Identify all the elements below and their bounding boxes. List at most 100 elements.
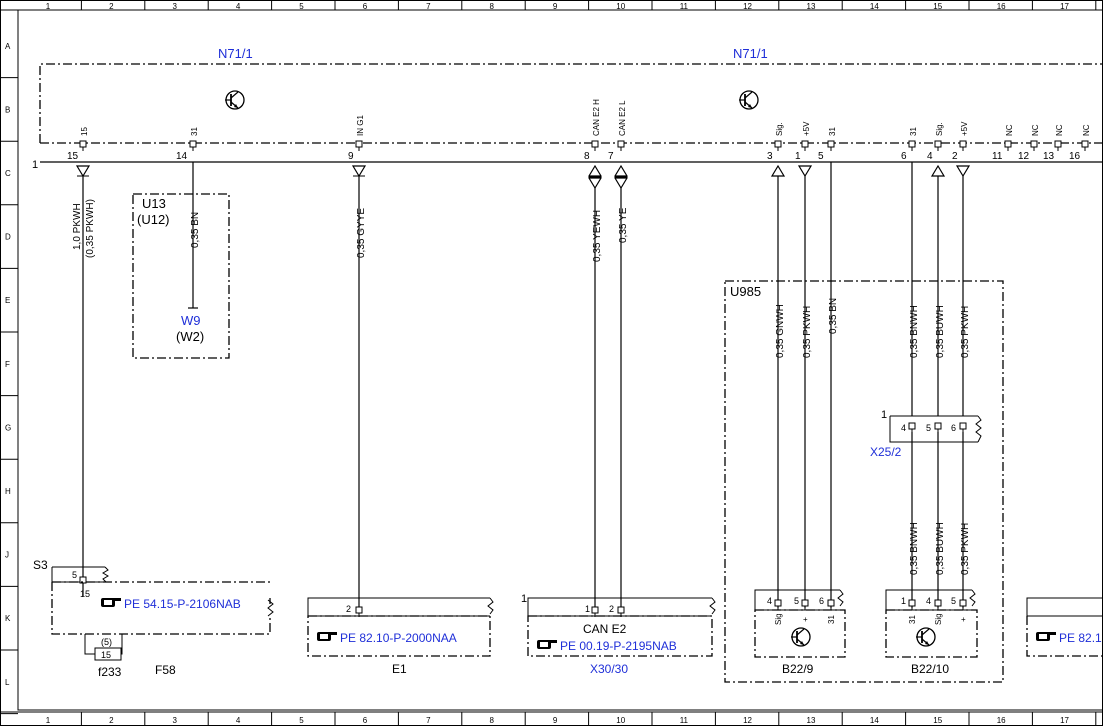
svg-text:CAN E2 H: CAN E2 H	[592, 99, 601, 136]
u985-label: U985	[730, 284, 761, 299]
svg-text:31: 31	[828, 127, 837, 136]
output-arrow	[797, 165, 813, 178]
svg-text:4: 4	[927, 151, 933, 162]
transistor-icon	[224, 90, 245, 110]
x25-2-label: X25/2	[870, 445, 902, 459]
column-label: 2	[109, 2, 114, 11]
svg-text:NC: NC	[1005, 124, 1014, 136]
column-label: 2	[109, 716, 114, 725]
output-arrow	[75, 165, 91, 178]
pin-3: Sig. 3	[767, 122, 784, 162]
svg-text:15: 15	[80, 589, 90, 599]
svg-text:13: 13	[1043, 151, 1055, 162]
svg-text:2: 2	[609, 604, 614, 614]
ref-link-2[interactable]: PE 82.10-P-2000NAA	[340, 631, 457, 645]
partial-component-right: PE 82.1	[1026, 597, 1103, 657]
svg-text:CAN E2 L: CAN E2 L	[618, 100, 627, 136]
can-e2-label: CAN E2	[583, 622, 627, 636]
svg-text:NC: NC	[1082, 124, 1091, 136]
wire-label: 0,35 PKWH	[802, 306, 813, 358]
output-arrow	[955, 165, 971, 178]
pin-12: NC 12	[1018, 124, 1040, 162]
column-label: 10	[616, 716, 625, 725]
u12-label: (U12)	[137, 212, 170, 227]
x25-2-connector: 1 4 5 6 X25/2	[870, 409, 982, 459]
column-label: 16	[997, 716, 1006, 725]
hand-pointer-icon	[317, 632, 337, 641]
row-label: B	[5, 105, 10, 114]
svg-text:NC: NC	[1055, 124, 1064, 136]
svg-text:15: 15	[101, 650, 111, 660]
f58-fuse: (5) 15 f233 F58	[84, 634, 176, 679]
wire-label: 0,35 BUWH	[935, 305, 946, 358]
input-arrow	[930, 164, 946, 177]
ref-link-3[interactable]: PE 00.19-P-2195NAB	[560, 639, 677, 653]
n71-1-label-left: N71/1	[218, 46, 253, 61]
pin-4: Sig. 4	[927, 122, 944, 162]
svg-text:NC: NC	[1031, 124, 1040, 136]
wire-label: (0,35 PKWH)	[85, 199, 96, 258]
column-label: 6	[363, 2, 368, 11]
n71-1-module-border	[39, 63, 1103, 143]
column-label: 7	[426, 716, 431, 725]
svg-text:3: 3	[767, 151, 773, 162]
svg-text:1: 1	[521, 593, 527, 605]
u985-box	[724, 280, 1004, 683]
svg-text:6: 6	[951, 423, 956, 433]
column-label: 4	[236, 2, 241, 11]
column-label: 13	[807, 716, 816, 725]
wire-label: 1,0 PKWH	[72, 203, 83, 250]
svg-text:9: 9	[348, 151, 354, 162]
u13-box	[132, 193, 230, 359]
hand-pointer-icon	[1036, 632, 1056, 641]
bidirectional-arrow	[587, 164, 603, 190]
b22-10-label: B22/10	[911, 662, 949, 676]
svg-text:6: 6	[819, 596, 824, 606]
ref-link-4[interactable]: PE 82.1	[1059, 631, 1102, 645]
x30-30-label: X30/30	[590, 662, 628, 676]
pin-15: 15 15	[67, 127, 89, 162]
row-label: F	[5, 360, 10, 369]
n71-1-label-right: N71/1	[733, 46, 768, 61]
svg-text:14: 14	[176, 151, 188, 162]
column-ruler	[0, 9, 1103, 713]
pin-2: +5V 2	[952, 121, 969, 162]
svg-text:Sig.: Sig.	[935, 122, 944, 136]
svg-text:IN G1: IN G1	[356, 115, 365, 136]
column-label: 14	[870, 716, 879, 725]
svg-text:31: 31	[827, 615, 836, 624]
column-label: 11	[680, 716, 689, 725]
svg-text:1: 1	[901, 596, 906, 606]
column-label: 11	[680, 2, 689, 11]
column-label: 17	[1060, 716, 1069, 725]
svg-text:4: 4	[901, 423, 906, 433]
column-label: 15	[933, 2, 942, 11]
svg-text:5: 5	[72, 570, 77, 580]
svg-text:6: 6	[901, 151, 907, 162]
svg-text:7: 7	[608, 151, 614, 162]
pin-1: +5V 1	[795, 121, 811, 162]
wire-label: 0,35 PKWH	[960, 306, 971, 358]
wire-label: 0,35 BNWH	[909, 522, 920, 575]
ref-link-1[interactable]: PE 54.15-P-2106NAB	[124, 597, 241, 611]
wire-label: 0,35 BN	[190, 212, 201, 248]
wire-label: 0,35 PKWH	[960, 523, 971, 575]
s3-box-border	[51, 582, 271, 635]
column-label: 15	[933, 716, 942, 725]
column-label: 14	[870, 2, 879, 11]
svg-text:5: 5	[926, 423, 931, 433]
wire-label: 0,35 BUWH	[935, 522, 946, 575]
column-label: 12	[743, 2, 752, 11]
e1-component: 2 PE 82.10-P-2000NAA E1	[307, 597, 494, 676]
can-e2-connector: 1 1 2 CAN E2 PE 00.19-P-2195NAB X30/30	[521, 593, 716, 676]
pin-16: NC 16	[1069, 124, 1091, 162]
svg-text:2: 2	[952, 151, 958, 162]
wire-label: 0,35 GNWH	[775, 304, 786, 358]
w9-label: W9	[181, 313, 201, 328]
svg-text:Sig: Sig	[774, 613, 783, 625]
column-label: 8	[490, 2, 495, 11]
svg-text:1: 1	[881, 409, 887, 421]
